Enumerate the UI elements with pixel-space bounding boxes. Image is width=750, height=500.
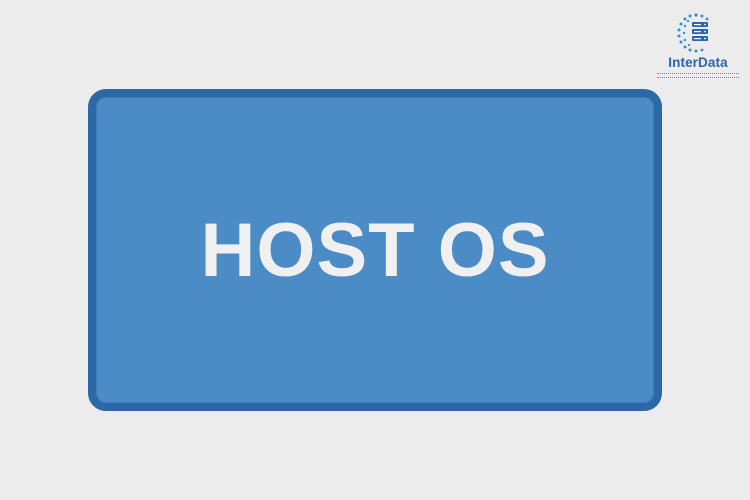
server-globe-icon — [676, 12, 716, 54]
interdata-logo: InterData — [655, 12, 741, 78]
brand-tagline-decoration — [657, 73, 739, 78]
brand-name-part1: Inter — [668, 55, 699, 70]
host-os-label: HOST OS — [200, 207, 550, 293]
brand-name-part2: Data — [698, 55, 728, 70]
brand-name: InterData — [655, 56, 741, 70]
host-os-box: HOST OS — [88, 89, 662, 411]
